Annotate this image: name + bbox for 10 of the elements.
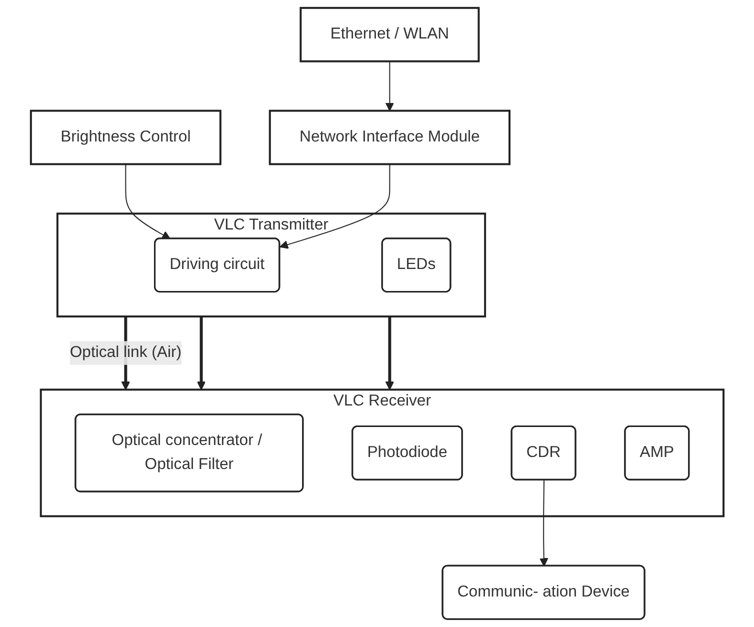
arrow (385, 60, 394, 112)
arrow (385, 316, 394, 390)
arrow (279, 164, 390, 249)
node-box: Network Interface Module (268, 110, 510, 166)
arrow (196, 316, 206, 390)
node-box: Brightness Control (30, 110, 222, 166)
node-box: Ethernet / WLAN (299, 6, 480, 62)
edge-label: Optical link (Air) (70, 344, 182, 361)
arrow (124, 164, 170, 240)
arrow (539, 480, 548, 567)
